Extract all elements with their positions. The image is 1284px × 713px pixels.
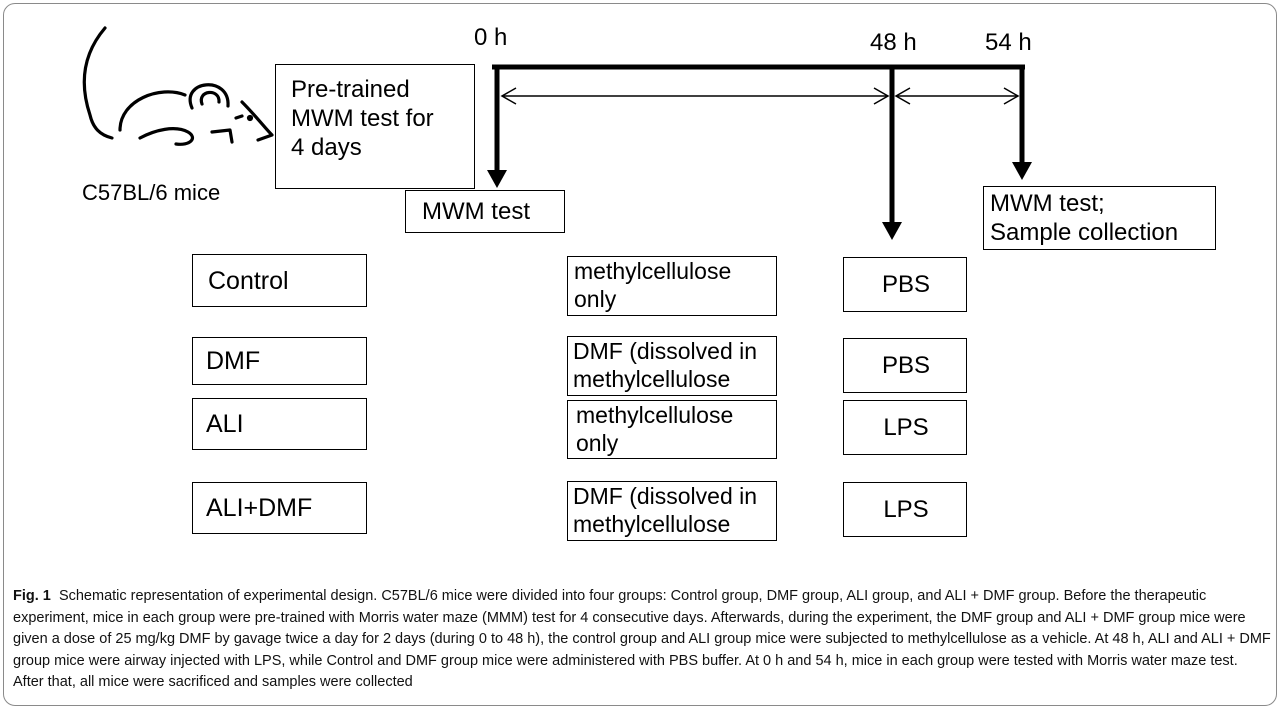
figure-frame [3, 3, 1277, 706]
group-name: DMF [206, 347, 261, 375]
injection-text: LPS [883, 496, 929, 523]
treatment-text: DMF (dissolved in methylcellulose [573, 483, 758, 537]
span-arrow-48-54h [894, 87, 1020, 105]
injection-box: LPS [843, 482, 967, 537]
time-label-54h: 54 h [985, 29, 1032, 56]
time-label-48h: 48 h [870, 29, 917, 56]
group-name: ALI+DMF [206, 494, 313, 522]
treatment-text: methylcellulose only [576, 402, 734, 456]
injection-text: PBS [881, 271, 931, 298]
mouse-label: C57BL/6 mice [82, 180, 221, 205]
final-collection-text: MWM test; Sample collection [990, 190, 1179, 246]
caption-label: Fig. 1 [13, 588, 51, 604]
group-name: Control [208, 267, 289, 295]
figure-caption: Fig. 1 Schematic representation of exper… [13, 586, 1271, 694]
span-arrow-0-48h [500, 87, 890, 105]
treatment-box: methylcellulose only [567, 400, 777, 459]
experimental-design-diagram: C57BL/6 mice Pre-trained MWM test for 4 … [82, 24, 1216, 541]
injection-box: PBS [843, 257, 967, 312]
treatment-box: methylcellulose only [567, 256, 777, 316]
group-name-box: ALI [192, 398, 367, 450]
injection-text: LPS [883, 414, 929, 441]
time-label-0h: 0 h [474, 24, 508, 51]
group-name-box: Control [192, 254, 367, 307]
timeline [487, 64, 1032, 240]
group-name: ALI [206, 410, 244, 438]
injection-text: PBS [881, 352, 931, 379]
treatment-text: methylcellulose only [574, 258, 732, 312]
caption-text: Schematic representation of experimental… [13, 588, 1271, 690]
group-name-box: ALI+DMF [192, 482, 367, 534]
treatment-text: DMF (dissolved in methylcellulose [573, 338, 758, 392]
pretrain-box: Pre-trained MWM test for 4 days [275, 64, 475, 189]
injection-box: PBS [843, 338, 967, 393]
mwm-test-box: MWM test [405, 190, 565, 233]
mwm-test-text: MWM test [422, 198, 530, 225]
treatment-box: DMF (dissolved in methylcellulose [567, 336, 777, 396]
group-name-box: DMF [192, 337, 367, 385]
final-collection-box: MWM test; Sample collection [983, 186, 1216, 250]
injection-box: LPS [843, 400, 967, 455]
mouse-icon [82, 26, 274, 146]
treatment-box: DMF (dissolved in methylcellulose [567, 481, 777, 541]
pretrain-text: Pre-trained MWM test for 4 days [291, 76, 434, 161]
